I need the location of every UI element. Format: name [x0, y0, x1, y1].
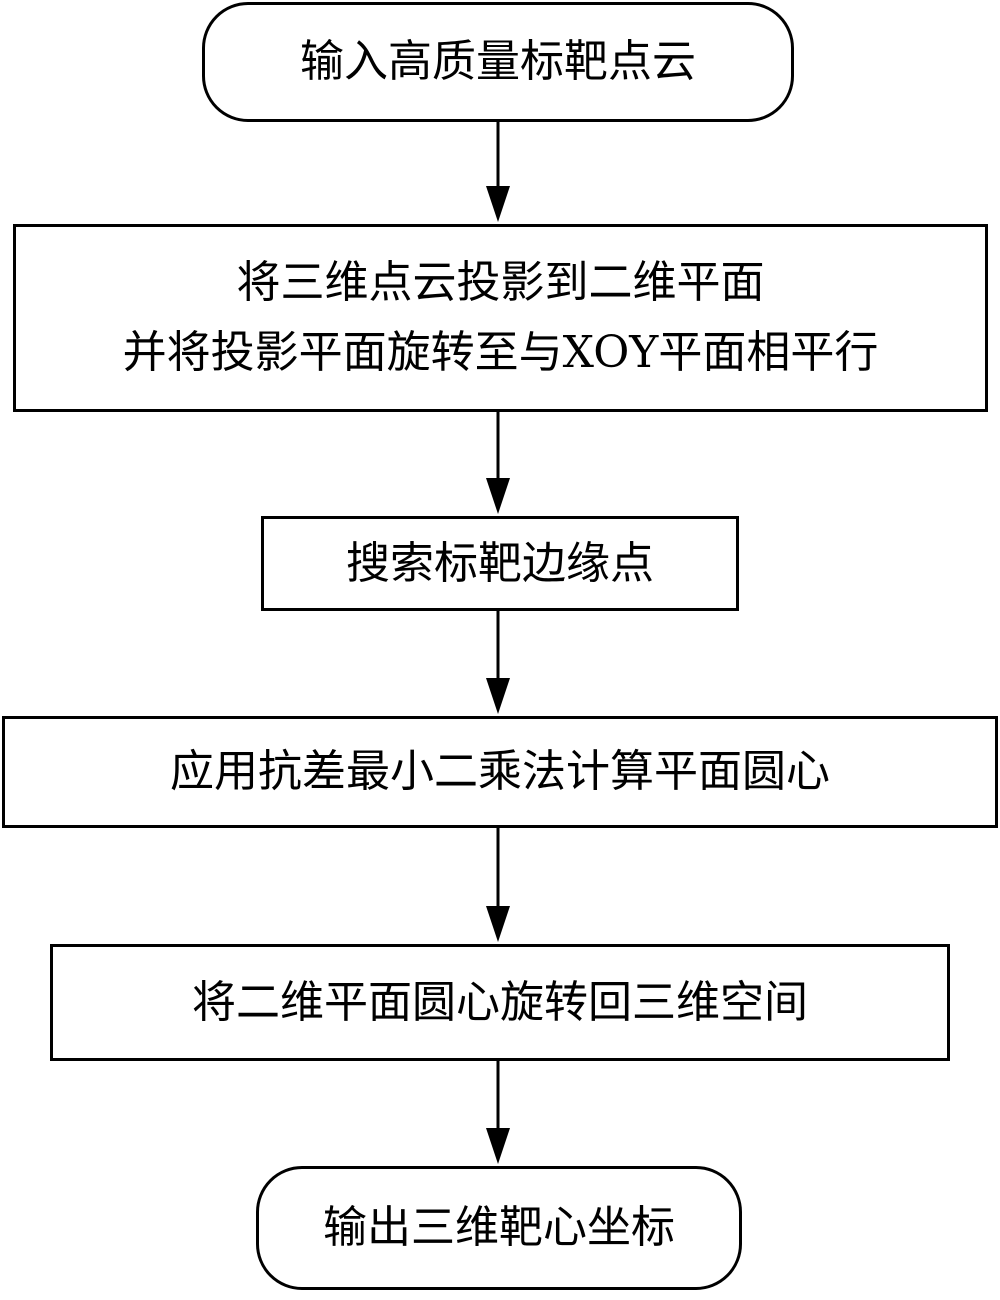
arrow-search-to-fit: [486, 610, 510, 714]
rotate-back-step: 将二维平面圆心旋转回三维空间: [50, 944, 950, 1061]
arrow-fit-to-rotate: [486, 827, 510, 942]
project-rotate-step: 将三维点云投影到二维平面 并将投影平面旋转至与XOY平面相平行: [13, 224, 988, 412]
rotate-back-label: 将二维平面圆心旋转回三维空间: [192, 976, 808, 1028]
project-rotate-line2: 并将投影平面旋转至与XOY平面相平行: [122, 327, 879, 378]
search-edge-step: 搜索标靶边缘点: [261, 516, 739, 611]
circle-fit-label: 应用抗差最小二乘法计算平面圆心: [170, 746, 830, 797]
start-node: 输入高质量标靶点云: [202, 2, 794, 122]
project-rotate-line1: 将三维点云投影到二维平面: [236, 257, 765, 308]
circle-fit-step: 应用抗差最小二乘法计算平面圆心: [2, 716, 998, 828]
arrow-start-to-project: [486, 121, 510, 222]
start-label: 输入高质量标靶点云: [300, 36, 696, 87]
search-edge-label: 搜索标靶边缘点: [346, 537, 654, 589]
arrow-project-to-search: [486, 411, 510, 514]
arrow-rotate-to-end: [486, 1060, 510, 1164]
end-label: 输出三维靶心坐标: [323, 1202, 675, 1253]
end-node: 输出三维靶心坐标: [256, 1166, 742, 1290]
